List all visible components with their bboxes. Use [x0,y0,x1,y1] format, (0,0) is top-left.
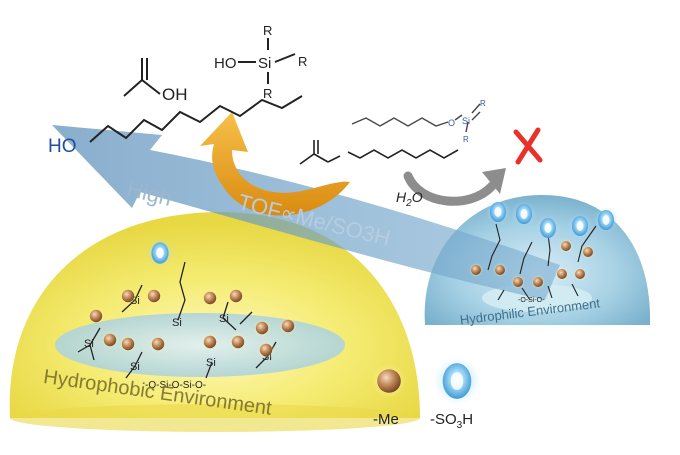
methyl-ball-icon [510,274,526,290]
silanol-si: Si [258,55,271,72]
silanol-ho: HO [214,55,237,72]
silanol-r-right: R [298,54,307,69]
hydrophobic-surface-formula: -O-Si-O-Si-O- [145,380,206,391]
si-label: Si [219,313,229,325]
so3h-blob-icon [146,239,174,267]
methyl-ball-icon [87,307,105,325]
acetic-acid [123,58,161,97]
si-label: Si [84,338,94,350]
silanol-r-bottom: R [263,86,272,101]
so3h-blob-icon [535,215,561,241]
methyl-ball-icon [371,363,407,399]
hydrophobic-dome [9,211,421,432]
legend-me-label: -Me [373,411,399,428]
si-label: Si [206,357,216,369]
methyl-ball-icon [580,244,596,260]
methyl-ball-icon [279,317,297,335]
ether-r2: R [463,135,469,144]
so3h-blob-icon [593,207,619,233]
ether-r1: R [480,99,486,108]
methyl-ball-icon [572,266,588,282]
cross-icon [513,127,543,165]
alcohol-chain [89,95,303,143]
so3h-blob-icon [433,357,481,405]
silyl-ether-molecule [351,103,481,133]
ester-molecule [299,140,459,165]
hydrophilic-surface-formula: -O-Si-O- [518,297,545,304]
water-label: H2O [396,189,423,209]
methyl-ball-icon [558,238,574,254]
methyl-ball-icon [201,289,219,307]
si-label: Si [172,317,182,329]
legend-so3h-label: -SO3H [430,411,473,431]
methyl-ball-icon [257,341,275,359]
so3h-blob-icon [485,199,511,225]
curved-orange-arrow [200,112,350,216]
so3h-blob-icon [567,213,593,239]
methyl-ball-icon [119,287,137,305]
si-label: Si [130,361,140,373]
methyl-ball-icon [229,333,247,351]
methyl-ball-icon [468,262,484,278]
methyl-ball-icon [101,331,119,349]
methyl-ball-icon [119,335,137,353]
ether-o: O [448,118,455,128]
tof-arrow [52,125,560,300]
methyl-ball-icon [227,287,245,305]
ether-si: Si [462,116,470,126]
methyl-ball-icon [253,319,271,337]
methyl-ball-icon [530,274,546,290]
grey-arrow [403,168,506,206]
methyl-ball-icon [554,266,570,282]
silanol [238,38,296,84]
hydrophobic-pool [55,313,345,377]
hydrophilic-surface-groups [487,223,597,301]
alcohol-ho: HO [48,136,77,157]
methyl-ball-icon [492,262,508,278]
silanol-r-top: R [263,23,272,38]
legend: -Me -SO3H [371,357,481,431]
methyl-ball-icon [201,333,219,351]
so3h-blob-icon [511,201,537,227]
methyl-ball-icon [149,335,167,353]
acetic-acid-oh: OH [162,85,188,104]
methyl-ball-icon [145,287,163,305]
